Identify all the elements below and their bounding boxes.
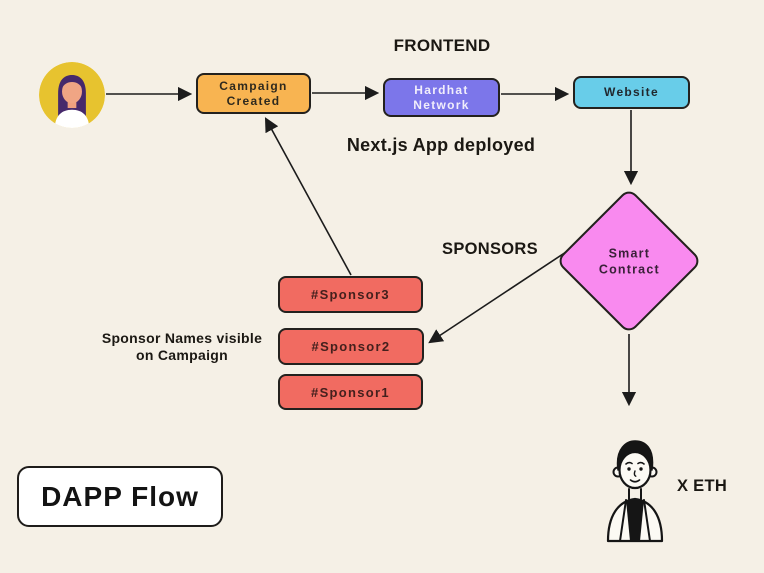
sponsor-note-line1: Sponsor Names visible	[101, 330, 263, 346]
dapp-flow-badge-label: DAPP Flow	[41, 480, 199, 512]
node-sponsor1-label: #Sponsor1	[311, 384, 390, 400]
node-website-label: Website	[604, 85, 659, 99]
man-avatar-icon	[606, 440, 664, 543]
edge-contract-to-sponsor2	[428, 251, 567, 344]
node-sponsor2: #Sponsor2	[278, 328, 424, 365]
node-campaign-created: Campaign Created	[196, 73, 311, 114]
sponsor-note: Sponsor Names visible on Campaign	[92, 330, 272, 364]
node-sponsor2-label: #Sponsor2	[311, 339, 391, 354]
frontend-heading: FRONTEND	[393, 36, 491, 55]
node-campaign-created-label: Campaign Created	[219, 78, 288, 108]
nextjs-deployed-label: Next.js App deployed	[346, 135, 536, 155]
dapp-flow-badge: DAPP Flow	[17, 466, 223, 527]
node-smart-contract-label: Smart Contract	[598, 246, 660, 276]
node-hardhat-network-label: Hardhat Network	[413, 82, 470, 112]
woman-avatar-icon	[39, 62, 105, 128]
sponsors-heading: SPONSORS	[442, 240, 538, 258]
node-sponsor3: #Sponsor3	[278, 276, 423, 313]
sponsor-note-line2: on Campaign	[136, 347, 228, 363]
x-eth-label: X ETH	[676, 477, 728, 495]
node-sponsor3-label: #Sponsor3	[311, 287, 390, 302]
node-website: Website	[573, 76, 690, 109]
node-sponsor1: #Sponsor1	[278, 374, 423, 410]
node-smart-contract: Smart Contract	[555, 187, 703, 335]
node-hardhat-network: Hardhat Network	[383, 78, 500, 117]
